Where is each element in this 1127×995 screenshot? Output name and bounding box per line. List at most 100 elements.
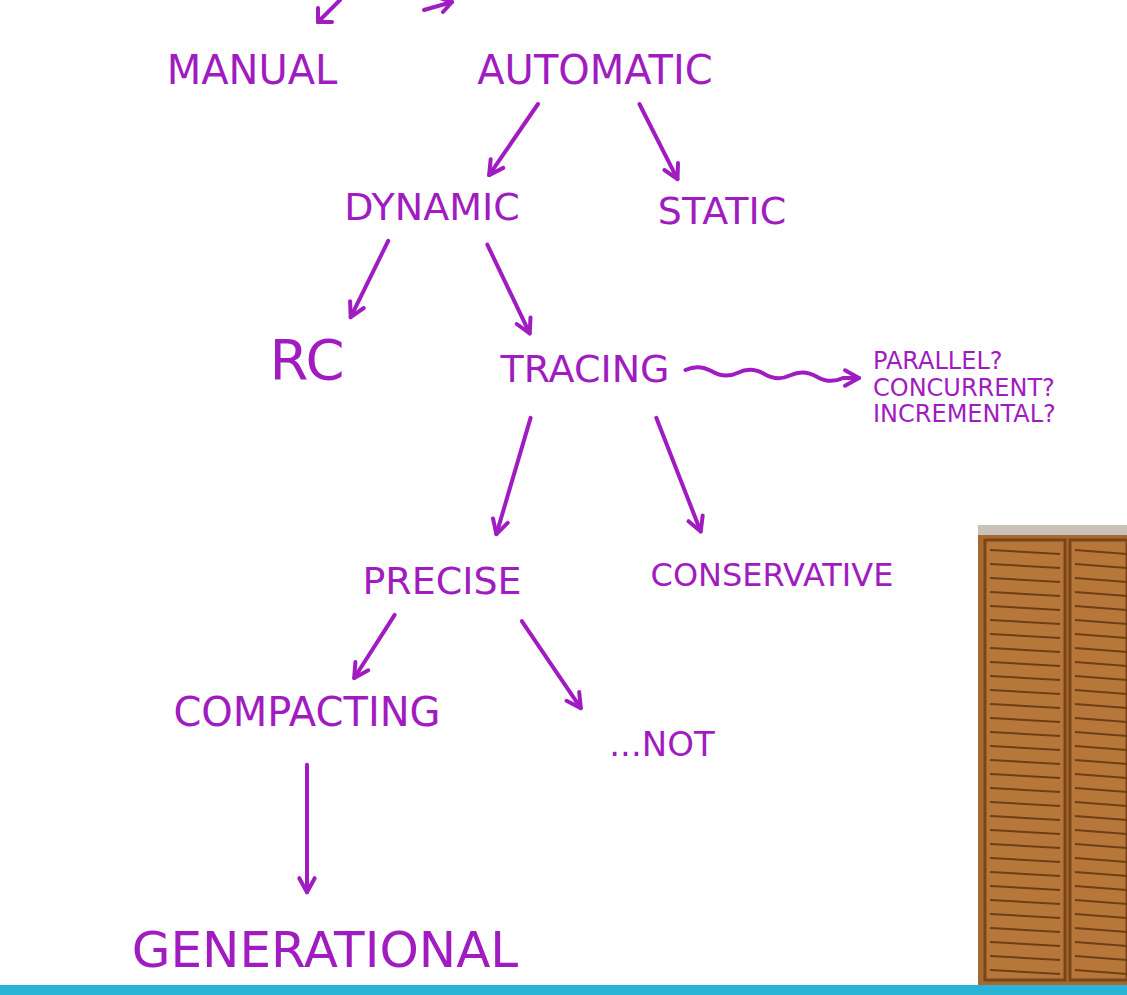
node-label: COMPACTING: [173, 690, 440, 734]
node-label: MANUAL: [167, 48, 338, 92]
slat: [1075, 844, 1127, 848]
arrow-head: [440, 0, 452, 12]
tree-arrow: [639, 104, 678, 179]
node-label: PRECISE: [362, 561, 521, 603]
node-label: AUTOMATIC: [477, 48, 713, 92]
tree-node: COMPACTING: [167, 686, 446, 738]
tree-arrow: [489, 104, 538, 175]
tree-arrow: [350, 241, 388, 317]
slat: [990, 788, 1060, 792]
tree-node: AUTOMATIC: [471, 44, 719, 96]
slat: [1075, 564, 1127, 568]
slat: [1075, 872, 1127, 876]
slat: [990, 718, 1060, 722]
tree-node: RC: [263, 325, 350, 395]
node-label: STATIC: [658, 191, 786, 233]
slat: [1075, 900, 1127, 904]
tree-node: PRECISE: [356, 557, 527, 607]
slat: [1075, 620, 1127, 624]
node-label: TRACING: [500, 349, 669, 391]
slats: [990, 550, 1127, 974]
slat: [990, 914, 1060, 918]
tree-node: TRACING: [494, 345, 675, 395]
slat: [1075, 648, 1127, 652]
slat: [1075, 802, 1127, 806]
slat: [990, 774, 1060, 778]
slat: [990, 648, 1060, 652]
slat: [990, 802, 1060, 806]
rail: [978, 525, 1127, 535]
slat: [990, 816, 1060, 820]
slat: [1075, 592, 1127, 596]
slat: [1075, 606, 1127, 610]
slat: [990, 760, 1060, 764]
slat: [990, 872, 1060, 876]
tree-node: MANUAL: [161, 44, 344, 96]
slat: [1075, 788, 1127, 792]
slat: [990, 676, 1060, 680]
slat: [990, 634, 1060, 638]
slat: [990, 592, 1060, 596]
slat: [990, 900, 1060, 904]
slat: [1075, 956, 1127, 960]
node-label: GENERATIONAL: [132, 923, 518, 978]
tree-arrow: [299, 765, 314, 893]
slat: [1075, 718, 1127, 722]
slat: [1075, 970, 1127, 974]
slat: [1075, 732, 1127, 736]
tree-arrow: [522, 621, 581, 708]
slat: [1075, 928, 1127, 932]
slat: [1075, 634, 1127, 638]
node-label: CONSERVATIVE: [651, 558, 894, 593]
slat: [1075, 886, 1127, 890]
slat: [990, 704, 1060, 708]
slat: [990, 844, 1060, 848]
slat: [990, 858, 1060, 862]
shutter-panel: [1070, 540, 1127, 980]
tree-node: PARALLEL? CONCURRENT? INCREMENTAL?: [867, 344, 1117, 431]
node-label: RC: [269, 329, 344, 391]
slat: [1075, 550, 1127, 554]
camera-photo: [978, 525, 1127, 985]
slat: [1075, 830, 1127, 834]
tree-arrow: [493, 418, 531, 534]
tree-node: CONSERVATIVE: [645, 554, 900, 597]
shutter-panel: [985, 540, 1065, 980]
node-label: DYNAMIC: [344, 187, 519, 229]
tree-node: STATIC: [652, 187, 792, 237]
slat: [990, 830, 1060, 834]
slat: [1075, 690, 1127, 694]
node-label: PARALLEL? CONCURRENT? INCREMENTAL?: [873, 348, 1111, 427]
slat: [990, 886, 1060, 890]
slat: [1075, 942, 1127, 946]
slat: [990, 662, 1060, 666]
slat: [990, 606, 1060, 610]
slat: [990, 956, 1060, 960]
photo-background: [978, 525, 1127, 985]
slat: [990, 620, 1060, 624]
slat: [990, 928, 1060, 932]
tree-arrow: [487, 245, 530, 334]
slat: [990, 746, 1060, 750]
slat: [990, 564, 1060, 568]
tree-arrow: [686, 367, 860, 386]
partial-arrows: [318, 0, 452, 22]
slat: [1075, 578, 1127, 582]
slat: [990, 690, 1060, 694]
slat: [1075, 746, 1127, 750]
tree-arrow: [354, 615, 395, 678]
slat: [1075, 858, 1127, 862]
slat: [990, 550, 1060, 554]
slat: [1075, 816, 1127, 820]
slat: [990, 578, 1060, 582]
slat: [1075, 704, 1127, 708]
slat: [1075, 914, 1127, 918]
slat: [990, 732, 1060, 736]
arrow-head: [318, 8, 332, 22]
tree-arrow: [656, 418, 702, 532]
tree-node: GENERATIONAL: [126, 919, 524, 982]
node-label: ...NOT: [609, 726, 714, 763]
